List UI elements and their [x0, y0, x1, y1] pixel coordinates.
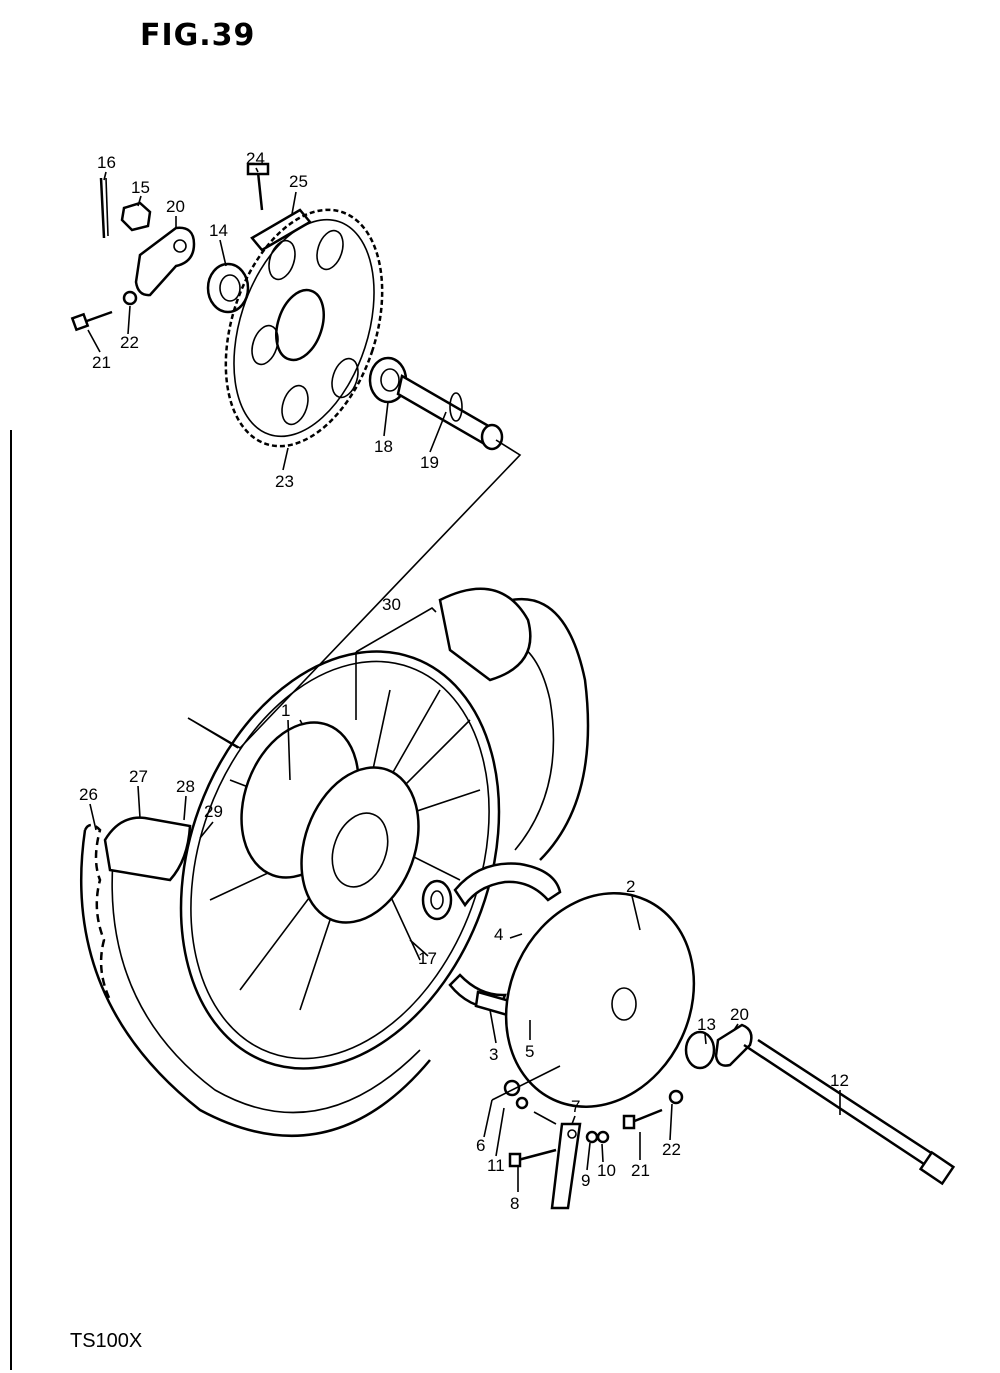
rear-axle-part [743, 1038, 956, 1186]
figure-title: FIG.39 [140, 18, 256, 53]
torque-washer-part [668, 1089, 684, 1105]
callout-21-upper: 21 [92, 353, 111, 372]
rear-sprocket-part [224, 208, 384, 448]
callout-3: 3 [489, 1045, 498, 1064]
callout-30: 30 [382, 595, 401, 614]
chain-adjuster-part [134, 226, 196, 297]
axle-spacer-part [684, 1030, 716, 1070]
callout-12: 12 [830, 1071, 849, 1090]
callout-leader-lines [87, 167, 841, 1192]
callout-18: 18 [374, 437, 393, 456]
callout-14: 14 [209, 221, 228, 240]
chain-adjuster-right-part [714, 1023, 753, 1067]
callout-bracket-spokes [355, 606, 437, 720]
callout-28: 28 [176, 777, 195, 796]
callout-19: 19 [420, 453, 439, 472]
spacer-sleeve-part [396, 374, 504, 451]
axis-line [187, 439, 522, 750]
tube-part [438, 587, 532, 682]
callout-11: 11 [487, 1156, 505, 1175]
torque-bolt-part [622, 1108, 663, 1130]
hub-part [240, 721, 420, 924]
nut-part [120, 201, 152, 232]
brake-lever-part [550, 1122, 582, 1210]
leader-lines-brake-arm [491, 1065, 561, 1125]
callout-1: 1 [281, 701, 290, 720]
callout-21-lower: 21 [631, 1161, 650, 1180]
callout-16: 16 [97, 153, 116, 172]
callout-26: 26 [79, 785, 98, 804]
rear-tire-part [79, 597, 590, 1137]
callout-22-upper: 22 [120, 333, 139, 352]
cotter-pin-part [99, 177, 109, 239]
callout-20-lower: 20 [730, 1005, 749, 1024]
callout-15: 15 [131, 178, 150, 197]
callout-6: 6 [476, 1136, 485, 1155]
callout-29: 29 [204, 802, 223, 821]
callout-10: 10 [597, 1161, 616, 1180]
brake-arm-pin-part [515, 1096, 529, 1110]
callout-7: 7 [571, 1097, 580, 1116]
callout-4: 4 [494, 925, 503, 944]
sprocket-bolt-part [246, 162, 270, 211]
margin-rule [10, 430, 12, 1370]
brake-panel-part [504, 892, 696, 1108]
callout-25: 25 [289, 172, 308, 191]
brake-arm-bolt-part [508, 1148, 557, 1168]
callout-20-upper: 20 [166, 197, 185, 216]
brake-shoe-upper-part [453, 862, 562, 908]
callout-23: 23 [275, 472, 294, 491]
callout-22-lower: 22 [662, 1140, 681, 1159]
callout-24: 24 [246, 149, 265, 168]
washer-part [122, 290, 138, 306]
model-code: TS100X [70, 1330, 143, 1352]
callout-9: 9 [581, 1171, 590, 1190]
callout-27: 27 [129, 767, 148, 786]
bolt-part [70, 310, 113, 332]
brake-arm-nut-part [585, 1130, 610, 1144]
callout-13: 13 [697, 1015, 716, 1034]
rim-band-part [103, 816, 192, 882]
callout-2: 2 [626, 877, 635, 896]
hub-bearing-part [421, 879, 453, 921]
callout-8: 8 [510, 1194, 519, 1213]
callout-17: 17 [418, 949, 437, 968]
callout-5: 5 [525, 1042, 534, 1061]
